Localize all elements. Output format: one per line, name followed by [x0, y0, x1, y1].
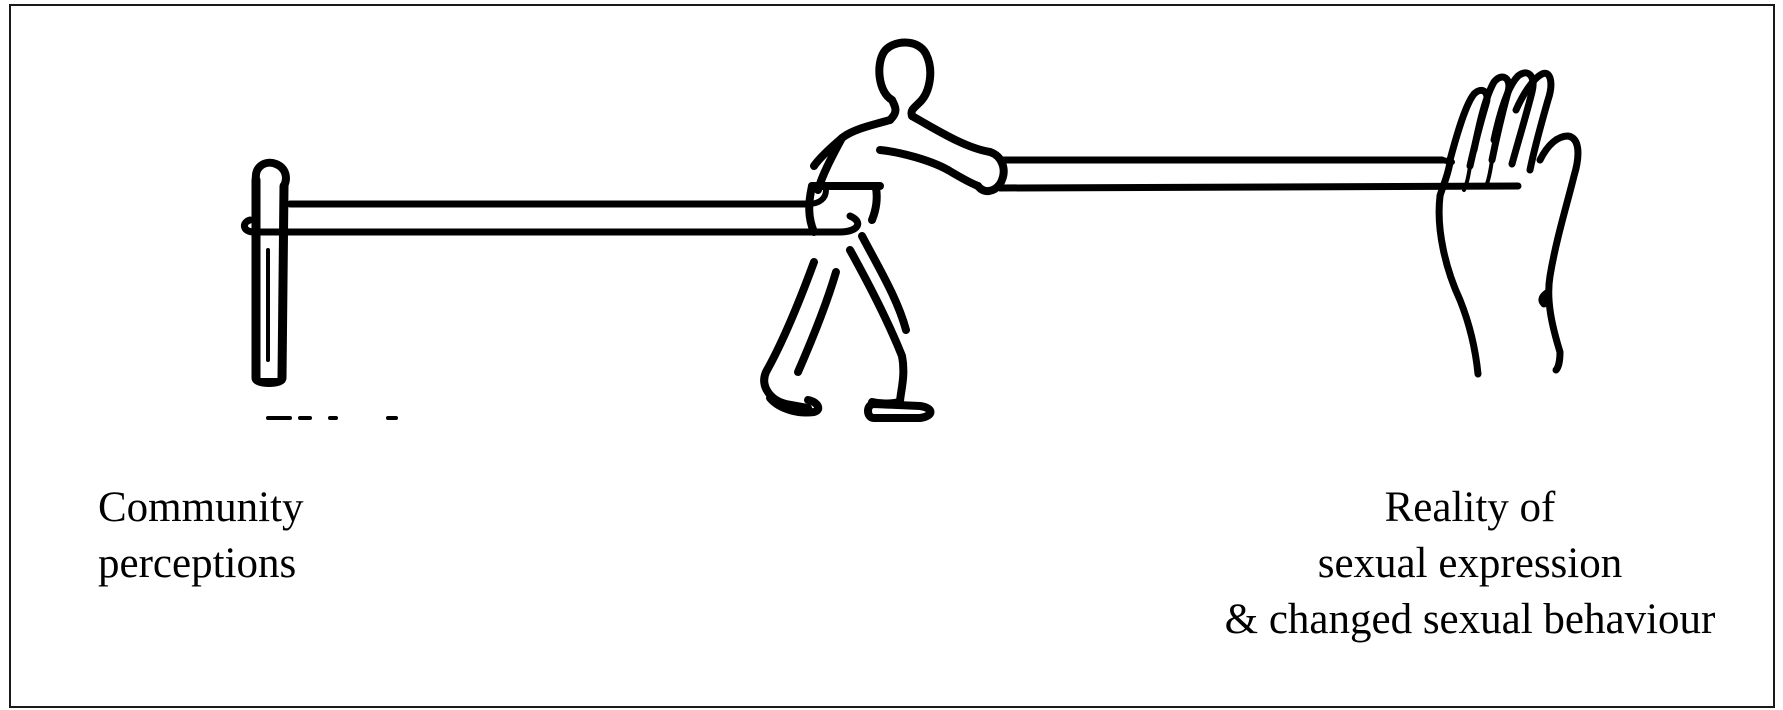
right-label-line-3: & changed sexual behaviour	[1200, 592, 1740, 648]
right-label-line-2: sexual expression	[1200, 536, 1740, 592]
community-perceptions-label: Community perceptions	[98, 480, 303, 592]
hand-icon	[1439, 73, 1578, 374]
reality-label: Reality of sexual expression & changed s…	[1200, 480, 1740, 648]
rope-segment-right	[1000, 160, 1518, 188]
right-label-line-1: Reality of	[1200, 480, 1740, 536]
left-label-line-1: Community	[98, 480, 303, 536]
rope-icon	[244, 190, 857, 232]
left-label-line-2: perceptions	[98, 536, 303, 592]
